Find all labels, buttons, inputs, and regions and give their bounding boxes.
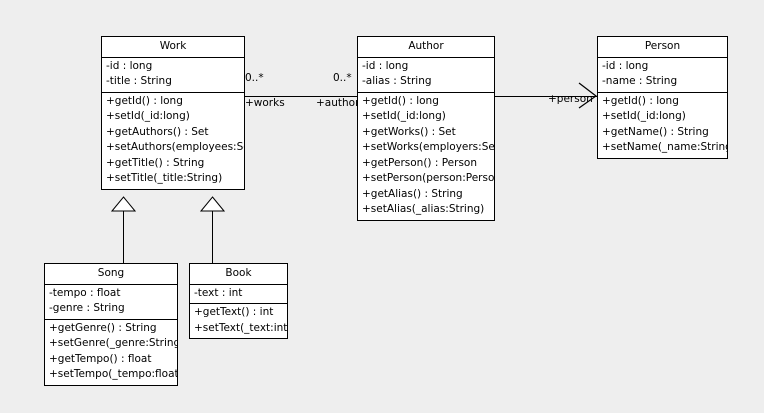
attributes-compartment-song: -tempo : float -genre : String [45,285,177,319]
class-box-person[interactable]: Person -id : long -name : String +getId(… [597,36,728,159]
multiplicity-author-end: 0..* [333,72,352,84]
operation-row: +setGenre(_genre:String) [49,337,177,349]
operation-row: +setText(_text:int) [194,321,287,334]
operations-compartment-person: +getId() : long +setId(_id:long) +getNam… [598,91,727,158]
operation-row: +getText() : int [194,306,274,318]
operation-row: +getWorks() : Set [362,125,456,138]
generalization-line-book-work [212,211,213,264]
attribute-row: -text : int [194,286,243,299]
attribute-row: -name : String [602,75,678,87]
operation-row: +setAuthors(employees:Set) [106,141,244,153]
attribute-row: -id : long [362,59,409,72]
class-name-person: Person [598,37,727,58]
operations-compartment-work: +getId() : long +setId(_id:long) +getAut… [102,91,244,189]
operation-row: +getTitle() : String [106,156,205,169]
operation-row: +getId() : long [602,94,679,107]
operations-compartment-song: +getGenre() : String +setGenre(_genre:St… [45,318,177,385]
generalization-triangle-song [111,196,136,212]
attributes-compartment-author: -id : long -alias : String [358,58,494,92]
operation-row: +getName() : String [602,125,709,138]
class-box-author[interactable]: Author -id : long -alias : String +getId… [357,36,495,221]
operation-row: +getPerson() : Person [362,156,478,169]
role-works: +works [245,97,285,109]
attributes-compartment-book: -text : int [190,285,287,304]
class-box-work[interactable]: Work -id : long -title : String +getId()… [101,36,245,190]
class-box-song[interactable]: Song -tempo : float -genre : String +get… [44,263,178,386]
role-authors: +authors [316,97,365,109]
operation-row: +setAlias(_alias:String) [362,203,485,215]
operation-row: +getId() : long [362,94,439,107]
operation-row: +getGenre() : String [49,321,157,334]
attribute-row: -genre : String [49,302,125,314]
operation-row: +setTitle(_title:String) [106,172,223,184]
operation-row: +getAuthors() : Set [106,125,209,138]
operation-row: +setId(_id:long) [602,110,686,122]
attribute-row: -title : String [106,75,172,87]
attribute-row: -tempo : float [49,286,121,299]
operation-row: +getTempo() : float [49,352,152,365]
attributes-compartment-person: -id : long -name : String [598,58,727,92]
class-name-work: Work [102,37,244,58]
generalization-line-song-work [123,211,124,264]
association-line-author-person [495,96,597,97]
class-name-book: Book [190,264,287,285]
generalization-triangle-book [200,196,225,212]
operation-row: +getAlias() : String [362,187,463,200]
role-person: +person [548,93,593,105]
operation-row: +setPerson(person:Person) [362,172,494,184]
operation-row: +setId(_id:long) [106,110,190,122]
operation-row: +setWorks(employers:Set) [362,141,494,153]
association-arrowhead-person [578,82,598,110]
operations-compartment-author: +getId() : long +setId(_id:long) +getWor… [358,91,494,220]
class-name-song: Song [45,264,177,285]
operation-row: +getId() : long [106,94,183,107]
class-box-book[interactable]: Book -text : int +getText() : int +setTe… [189,263,288,339]
attribute-row: -id : long [106,59,153,72]
operation-row: +setId(_id:long) [362,110,446,122]
multiplicity-work-end: 0..* [245,72,264,84]
class-name-author: Author [358,37,494,58]
operation-row: +setTempo(_tempo:float) [49,368,177,380]
operation-row: +setName(_name:String) [602,141,727,153]
attributes-compartment-work: -id : long -title : String [102,58,244,92]
association-line-work-author [244,96,357,97]
attribute-row: -alias : String [362,75,432,87]
attribute-row: -id : long [602,59,649,72]
operations-compartment-book: +getText() : int +setText(_text:int) [190,303,287,338]
